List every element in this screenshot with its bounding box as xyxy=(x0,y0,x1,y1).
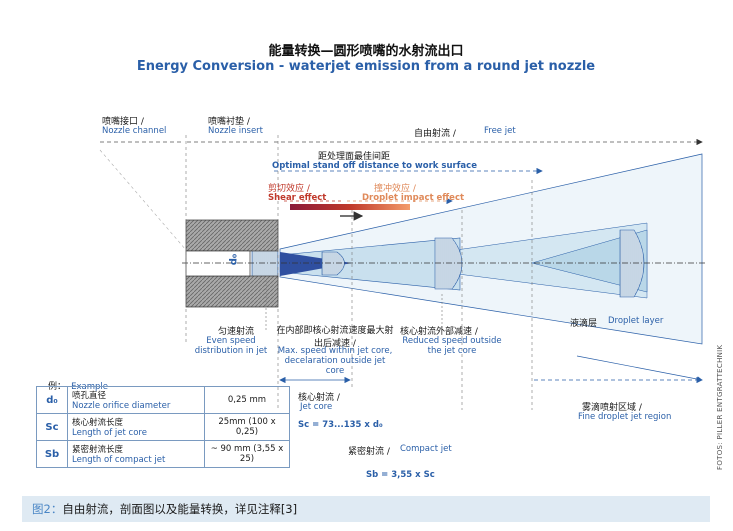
row-en: Length of jet core xyxy=(72,428,147,438)
droplet-impact-en: Droplet impact effect xyxy=(362,193,465,203)
nozzle-channel-cn: 喷嘴接口 / xyxy=(102,117,144,127)
jet-diagram xyxy=(99,135,707,410)
droplet-impact-cn: 撞冲效应 / xyxy=(374,184,416,194)
title-chinese: 能量转换—圆形喷嘴的水射流出口 xyxy=(268,44,464,59)
fine-droplet-en: Fine droplet jet region xyxy=(578,412,672,422)
row-symbol: Sc xyxy=(36,413,68,441)
standoff-cn: 距处理面最佳间距 xyxy=(318,152,391,162)
row-value: ~ 90 mm (3,55 x 25) xyxy=(204,440,290,468)
droplet-layer-pointer xyxy=(576,355,703,382)
max-speed-cn: 在内部即核心射流速度最大射出后减速 / xyxy=(276,326,394,349)
caption-bar: 图2：自由射流，剖面图以及能量转换，详见注释[3] xyxy=(22,496,710,522)
velocity-profile-even xyxy=(251,249,279,278)
compact-jet-cn: 紧密射流 / xyxy=(348,447,390,457)
free-jet-cn: 自由射流 / xyxy=(414,129,456,139)
jet-core-cn: 核心射流 / xyxy=(298,393,340,403)
row-en: Nozzle orifice diameter xyxy=(72,401,171,411)
sb-formula: Sb = 3,55 x Sc xyxy=(366,470,435,480)
even-speed-cn: 匀速射流 xyxy=(218,327,255,337)
compact-jet-en: Compact jet xyxy=(400,444,452,454)
row-symbol: Sb xyxy=(36,440,68,468)
nozzle-insert-cn: 喷嘴衬垫 / xyxy=(208,117,250,127)
title-english: Energy Conversion - waterjet emission fr… xyxy=(136,59,596,74)
standoff-en: Optimal stand off distance to work surfa… xyxy=(272,161,477,171)
nozzle-orifice xyxy=(185,250,251,277)
row-cn: 核心射流长度 xyxy=(72,418,124,428)
caption-figure-number: 图2： xyxy=(32,502,63,516)
row-symbol: d₀ xyxy=(36,386,68,414)
shear-en: Shear effect xyxy=(268,193,327,203)
jet-core-en: Jet core xyxy=(300,402,333,412)
d0-label: d₀ xyxy=(228,253,240,266)
max-speed-en: Max. speed within jet core, decelaration… xyxy=(277,346,393,376)
nozzle-insert-en: Nozzle insert xyxy=(208,126,264,136)
nozzle-channel-en: Nozzle channel xyxy=(102,126,167,136)
free-jet-en: Free jet xyxy=(484,126,516,136)
jet-core xyxy=(280,252,352,276)
row-value: 25mm (100 x 0,25) xyxy=(204,413,290,441)
row-cn: 紧密射流长度 xyxy=(72,445,124,455)
even-speed-en: Even speed distribution in jet xyxy=(194,336,268,356)
spray-lower-edge xyxy=(99,149,187,251)
nozzle-body-bottom xyxy=(185,275,279,308)
row-value: 0,25 mm xyxy=(204,386,290,414)
row-en: Length of compact jet xyxy=(72,455,166,465)
fine-droplet-cn: 雾滴喷射区域 / xyxy=(582,403,642,413)
energy-gradient-bar xyxy=(290,204,410,210)
droplet-layer-en: Droplet layer xyxy=(608,316,664,326)
velocity-profile-reduced xyxy=(434,237,463,290)
core-outside-cn: 核心射流外部减速 / xyxy=(400,327,478,337)
sc-formula: Sc = 73...135 x d₀ xyxy=(298,420,383,430)
velocity-profile-droplet xyxy=(619,229,645,298)
nozzle-body-top xyxy=(185,219,279,252)
shear-cn: 剪切效应 / xyxy=(268,184,310,194)
velocity-profile-core xyxy=(321,251,345,276)
core-outside-en: Reduced speed outside the jet core xyxy=(402,336,502,356)
row-cn: 喷孔直径 xyxy=(72,391,107,401)
droplet-layer-cone xyxy=(531,229,648,293)
photo-credit: FOTOS: PILLER ENTGRATTECHNIK xyxy=(716,344,724,470)
caption: 图2：自由射流，剖面图以及能量转换，详见注释[3] xyxy=(32,501,297,517)
droplet-layer-cn: 液滴层 xyxy=(570,319,598,329)
caption-text: 自由射流，剖面图以及能量转换，详见注释[3] xyxy=(62,502,298,516)
diagram-panel: 能量转换—圆形喷嘴的水射流出口 Energy Conversion - wate… xyxy=(22,30,710,495)
